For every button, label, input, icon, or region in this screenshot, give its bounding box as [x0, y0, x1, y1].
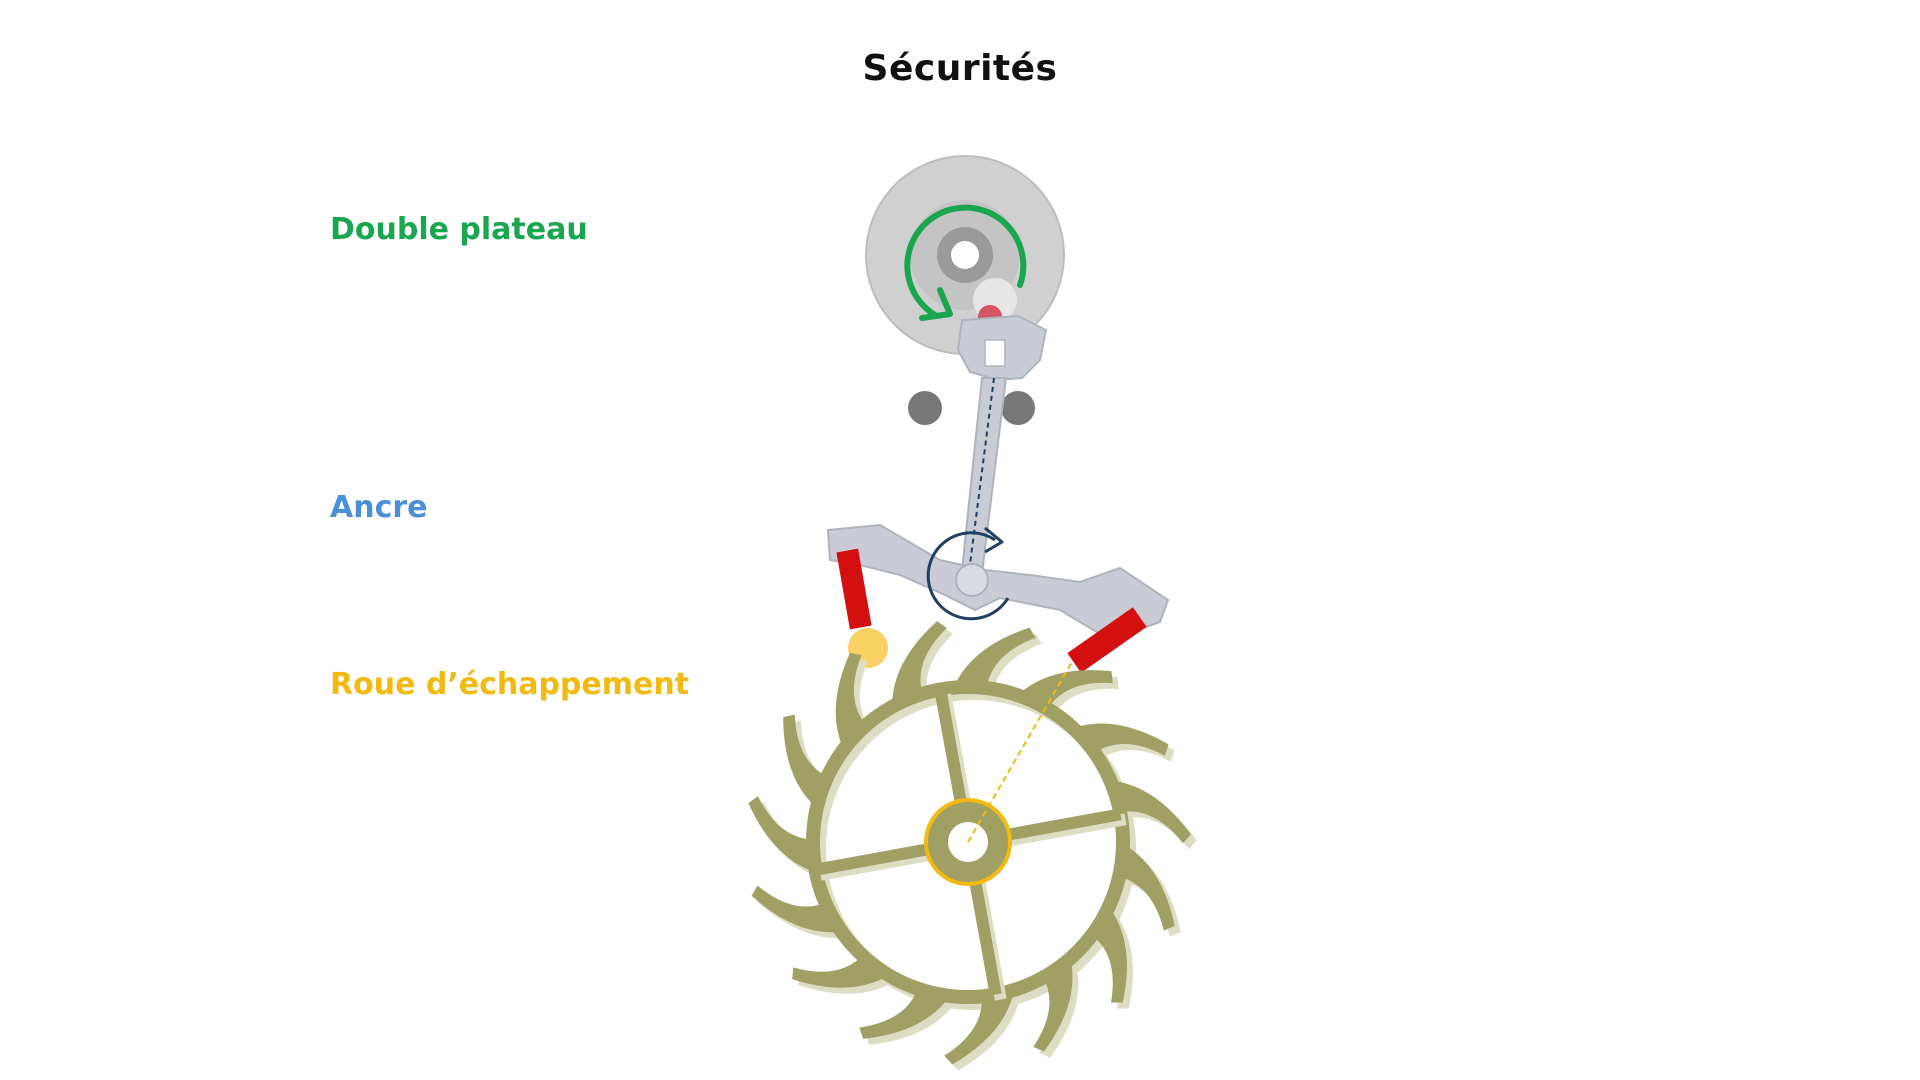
banking-pin-right	[1001, 391, 1035, 425]
wheel-tooth	[952, 627, 1036, 691]
page-title: Sécurités	[862, 48, 1058, 89]
pallet-stone-exit	[1067, 607, 1147, 673]
wheel-tooth	[859, 986, 952, 1039]
wheel-tooth	[751, 885, 844, 933]
wheel-tooth	[892, 621, 947, 710]
label-double-plateau: Double plateau	[330, 212, 588, 247]
pallet-stone-entry	[836, 548, 872, 630]
fork-lever	[958, 377, 1008, 591]
wheel-tooth	[748, 796, 819, 874]
wheel-tooth	[1033, 956, 1073, 1052]
label-ancre: Ancre	[330, 490, 428, 525]
wheel-tooth	[1117, 842, 1175, 931]
balance-rotation-arrowhead	[919, 287, 953, 321]
wheel-tooth-guide	[967, 661, 1073, 843]
fork-axis-line	[967, 377, 995, 581]
wheel-rim	[806, 680, 1130, 1004]
ancre-group	[826, 314, 1170, 673]
anchor-rotation-icon	[926, 531, 1010, 621]
fork-notch	[984, 339, 1006, 367]
balance-rotation-icon	[904, 204, 1027, 318]
label-roue-echappement: Roue d’échappement	[330, 667, 690, 702]
wheel-tooth	[1108, 780, 1191, 844]
wheel-tooth	[944, 987, 1015, 1065]
escape-wheel-group	[748, 621, 1197, 1071]
banking-pin-left	[908, 391, 942, 425]
plateau-center-hole	[951, 241, 979, 269]
anchor-arbor	[955, 563, 989, 597]
anchor-rotation-arrowhead	[984, 526, 1004, 554]
